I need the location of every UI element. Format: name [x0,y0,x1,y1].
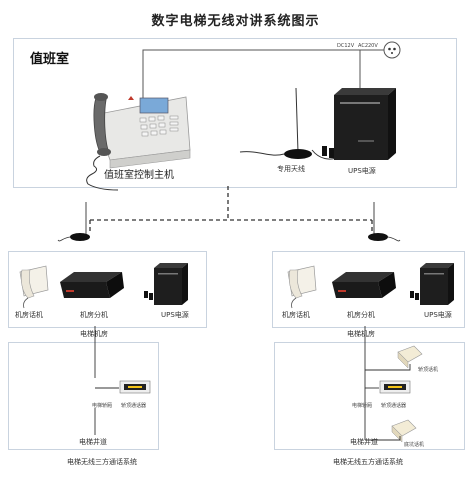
right-top-link [365,364,411,371]
wireless-link [89,186,373,233]
left-phone-label: 机房话机 [15,311,43,319]
right-machine-phone-icon [287,265,317,309]
right-antenna-icon [368,202,401,242]
right-top-device-icon [397,345,423,369]
left-ups-icon [154,263,188,305]
left-car-terminal-label: 轿顶通话器 [121,403,147,409]
right-car-terminal-icon [379,380,411,394]
left-splitter-icon [60,272,124,298]
right-bottom-link [365,436,401,441]
left-car-terminal-icon [119,380,151,394]
left-antenna-icon [57,202,90,242]
right-car-label: 电梯轿厢 [352,403,373,409]
left-machine-phone-icon [19,265,49,309]
right-top-device-label: 轿顶话机 [418,367,439,373]
right-car-terminal-label: 轿顶通话器 [381,403,407,409]
right-system-label: 电梯无线五方通话系统 [333,458,403,466]
right-machine-room-label: 电梯机房 [347,330,375,338]
right-plugs [410,291,419,300]
right-splitter-label: 机房分机 [347,311,375,319]
power-socket-icon [383,41,401,59]
ac-label: AC220V [358,43,378,49]
left-ups-label: UPS电源 [161,311,189,319]
left-system-label: 电梯无线三方通话系统 [67,458,137,466]
right-ups-label: UPS电源 [424,311,452,319]
duty-power-plugs [322,146,334,158]
control-host-label: 值班室控制主机 [104,170,174,181]
right-ups-icon [420,263,454,305]
left-car-phone-label: 电梯轿厢 [92,403,113,409]
left-shaft-panel [8,342,159,450]
dedicated-antenna-icon [239,87,312,159]
right-shaft-label: 电梯井道 [350,438,378,446]
right-phone-label: 机房话机 [282,311,310,319]
right-bottom-device-icon [391,419,417,443]
antenna-label: 专用天线 [277,165,305,173]
duty-ups-icon [334,88,396,160]
right-bottom-device-label: 底坑话机 [404,442,425,448]
dc-label: DC12V [337,43,355,49]
control-host-icon [86,93,191,191]
duty-room-label: 值班室 [30,52,70,67]
page-title: 数字电梯无线对讲系统图示 [151,14,320,29]
left-splitter-label: 机房分机 [80,311,108,319]
left-machine-room-label: 电梯机房 [80,330,108,338]
right-shaft-panel [274,342,465,450]
left-plugs [144,291,153,300]
duty-ups-label: UPS电源 [348,167,376,175]
left-shaft-label: 电梯井道 [79,438,107,446]
right-splitter-icon [332,272,396,298]
